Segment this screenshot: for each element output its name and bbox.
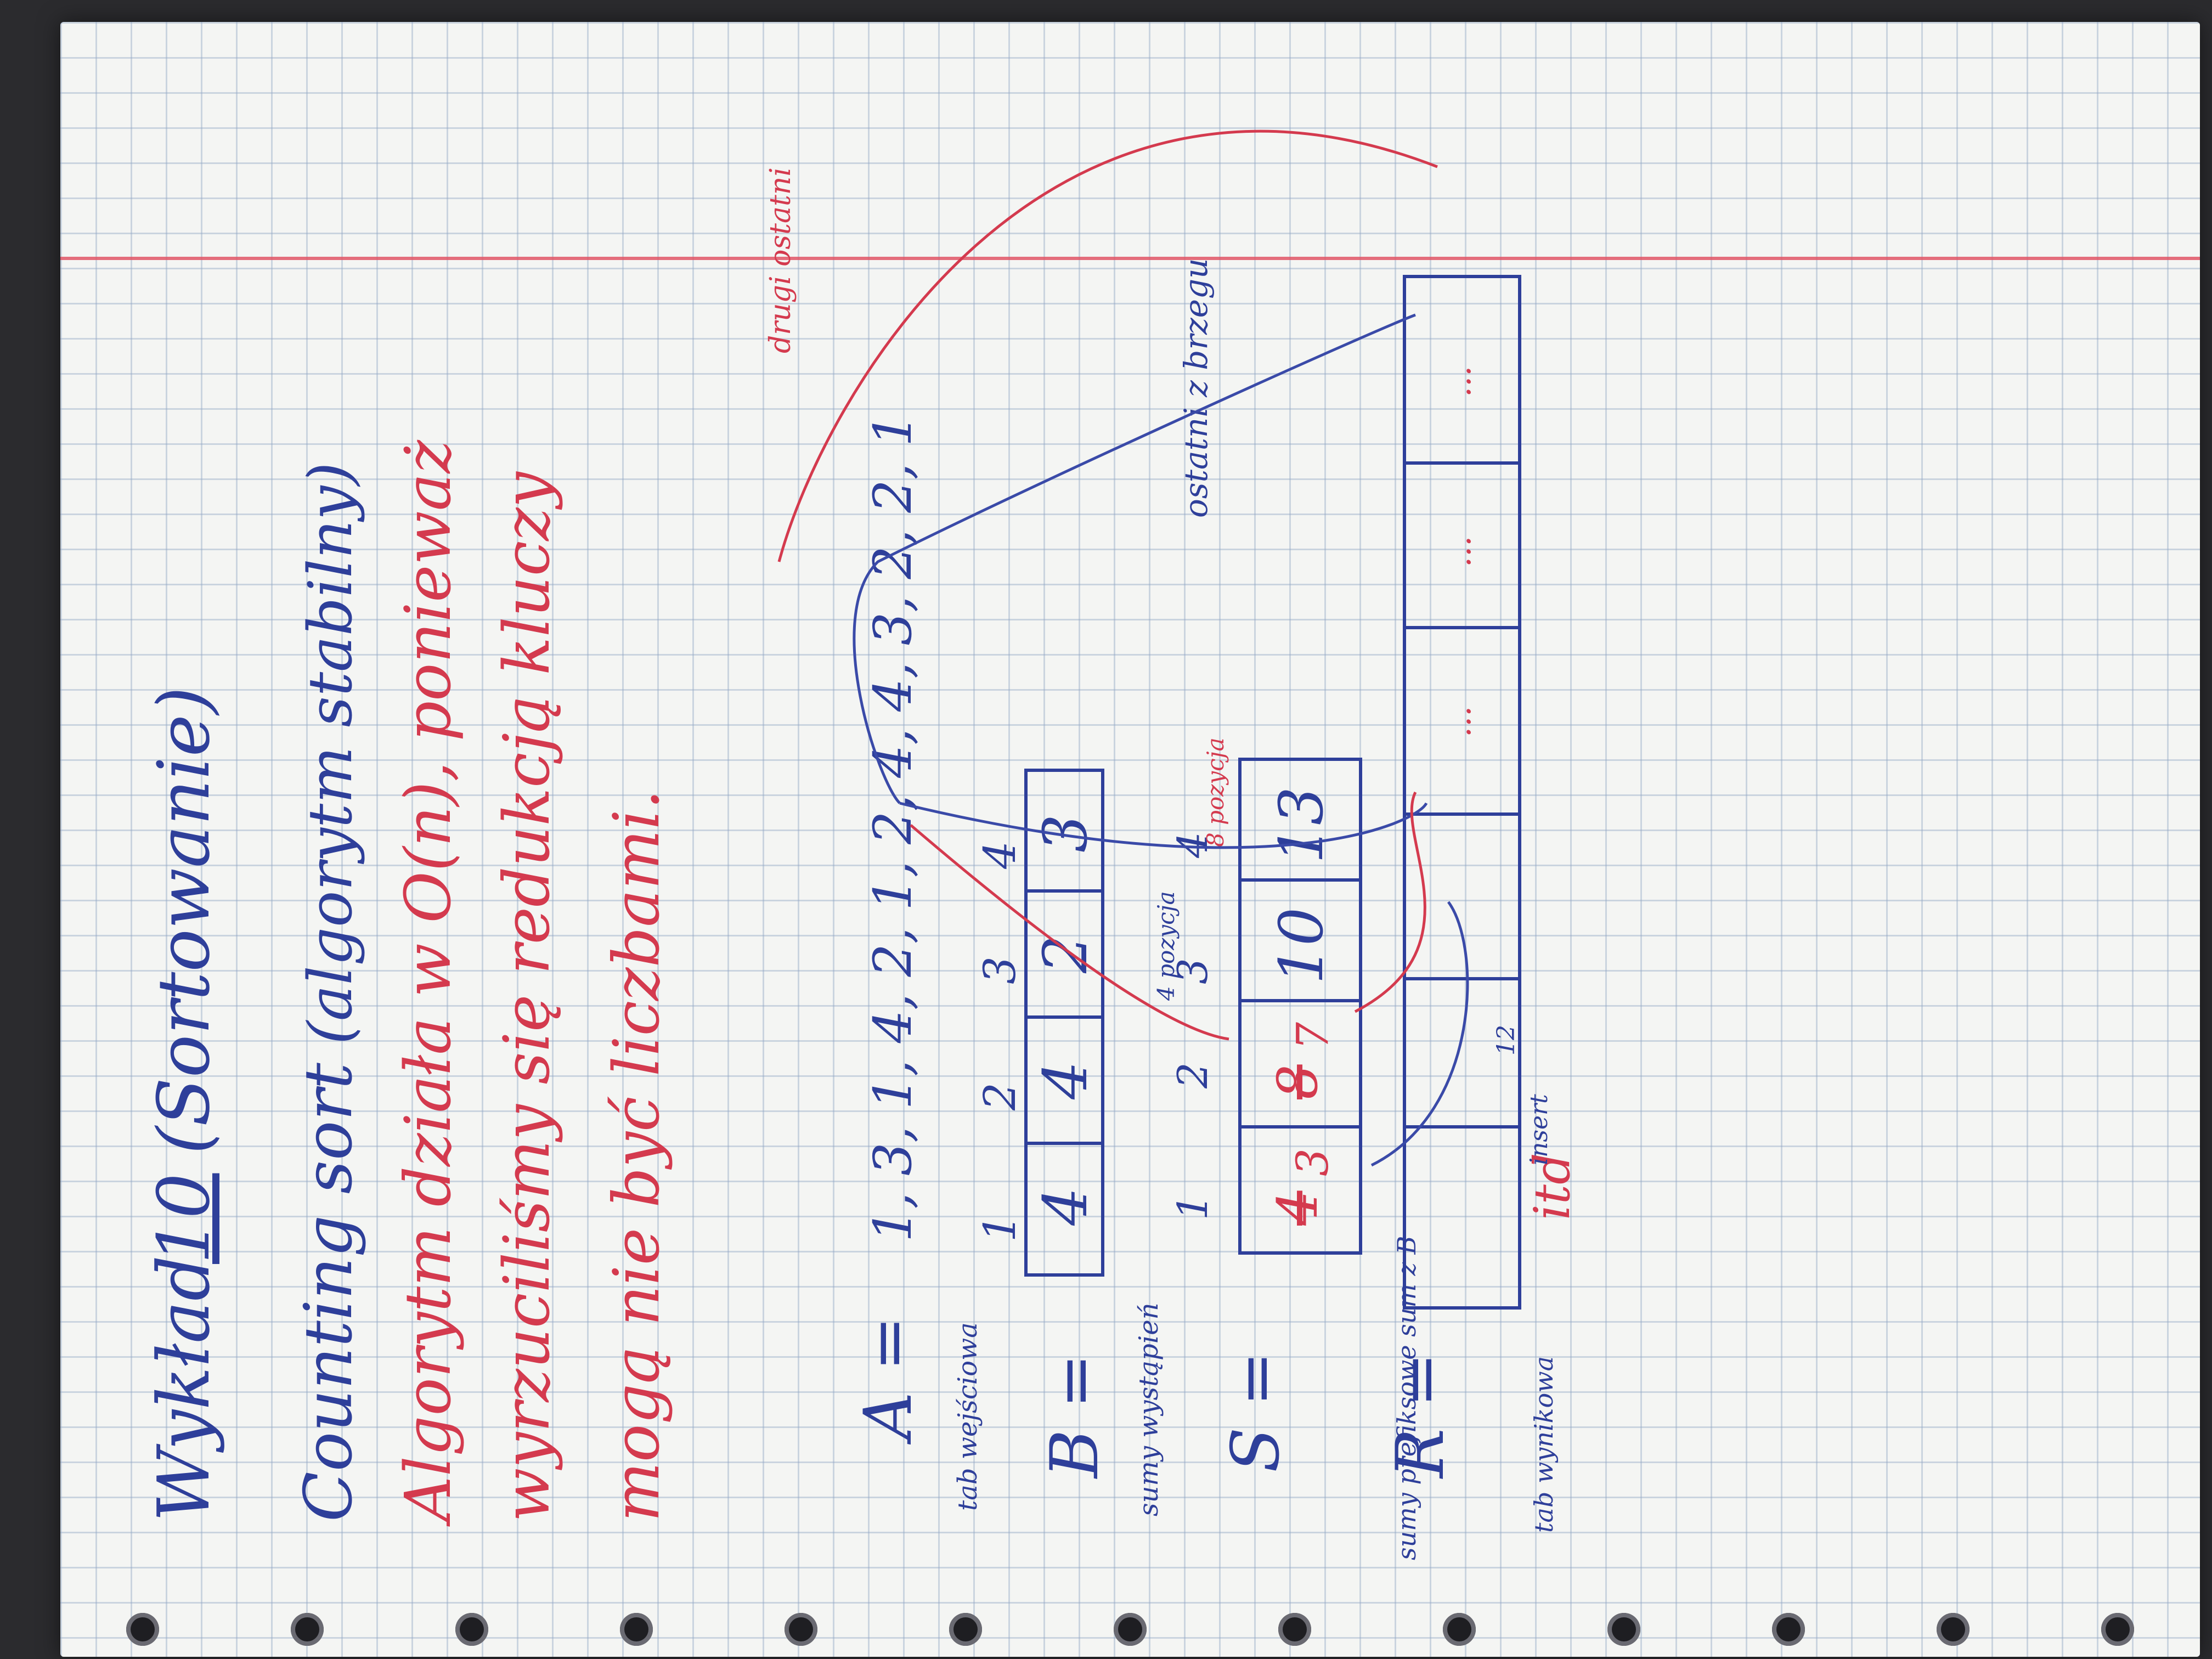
- lecture-topic: (Sortowanie): [142, 687, 225, 1154]
- r-dots-1: ...: [1440, 706, 1479, 737]
- ring: [455, 1613, 488, 1646]
- ring: [785, 1613, 817, 1646]
- s-cell-1-struck: 4: [1266, 1190, 1330, 1226]
- ring: [1443, 1613, 1476, 1646]
- arrow-insert: [1370, 901, 1469, 1167]
- margin-line: [60, 257, 2200, 260]
- arrow-last: [899, 802, 1428, 849]
- array-b-label: B =: [1037, 1353, 1113, 1479]
- drugi-note: drugi ostatni: [764, 167, 797, 353]
- heading-note: (algorytm stabilny): [295, 462, 365, 1045]
- arrow-ostatni: [853, 313, 1416, 804]
- ring: [620, 1613, 653, 1646]
- b-cell-1: 4: [1030, 1187, 1101, 1226]
- array-s-label: S =: [1218, 1351, 1294, 1472]
- array-r-box: [1403, 275, 1521, 1310]
- arrow-red-1: [910, 824, 1229, 1041]
- b-index-4: 4: [974, 841, 1025, 870]
- array-b-box: [1024, 769, 1104, 1277]
- ring: [949, 1613, 982, 1646]
- r-dots-3: ...: [1440, 366, 1479, 397]
- array-a-note: tab wejściowa: [952, 1322, 983, 1511]
- ring: [1278, 1613, 1311, 1646]
- pos-note-8: 8 pozycja: [1202, 737, 1229, 847]
- array-b-note: sumy wystąpień: [1133, 1302, 1164, 1516]
- ring: [1114, 1613, 1147, 1646]
- array-s-note: sumy prefiksowe sum z B: [1392, 1236, 1421, 1560]
- array-a-label: A =: [850, 1316, 927, 1445]
- s-cell-1-new: 3: [1287, 1148, 1338, 1176]
- ostatni-note: ostatni z brzegu: [1177, 258, 1215, 518]
- description-line1: Algorytm działa w O(n), ponieważ: [392, 439, 465, 1527]
- description-line3: mogą nie być liczbami.: [600, 789, 674, 1522]
- array-r-label: R =: [1383, 1352, 1459, 1479]
- heading-name: Counting sort: [291, 1062, 367, 1522]
- b-cell-2: 4: [1030, 1061, 1101, 1100]
- lecture-number: 10: [142, 1173, 225, 1264]
- s-cell-2-struck: 8: [1266, 1064, 1330, 1099]
- arrow-red-2: [1354, 791, 1426, 1013]
- description-line2: wyrzuciliśmy się redukcją kluczy: [490, 471, 564, 1522]
- itd-text: itd: [1523, 1153, 1581, 1220]
- array-r-note: tab wynikowa: [1529, 1356, 1559, 1533]
- spiral-binding: [60, 1602, 2200, 1659]
- ring: [1772, 1613, 1805, 1646]
- ring: [291, 1613, 324, 1646]
- insert-note: insert: [1525, 1094, 1553, 1165]
- s-cell-4: 13: [1266, 787, 1336, 864]
- lecture-word: Wykład: [142, 1255, 225, 1522]
- ring: [1937, 1613, 1970, 1646]
- ring: [2101, 1613, 2134, 1646]
- twelve-note: 12: [1492, 1025, 1520, 1056]
- b-cell-4: 3: [1030, 814, 1101, 853]
- notebook-page: [60, 22, 2200, 1657]
- ring: [1607, 1613, 1640, 1646]
- b-index-2: 2: [974, 1082, 1025, 1111]
- ring: [126, 1613, 159, 1646]
- pos-note-4: 4 pozycja: [1153, 891, 1180, 1001]
- b-index-3: 3: [974, 956, 1025, 984]
- b-index-1: 1: [974, 1214, 1025, 1242]
- r-dots-2: ...: [1440, 536, 1479, 567]
- s-index-3: 3: [1169, 958, 1217, 984]
- s-index-2: 2: [1169, 1062, 1217, 1089]
- arrow-red-drugi: [777, 129, 1438, 562]
- s-index-1: 1: [1169, 1194, 1217, 1220]
- array-s-box: [1238, 758, 1362, 1255]
- s-cell-3: 10: [1266, 907, 1336, 984]
- s-cell-2-new: 7: [1287, 1022, 1338, 1050]
